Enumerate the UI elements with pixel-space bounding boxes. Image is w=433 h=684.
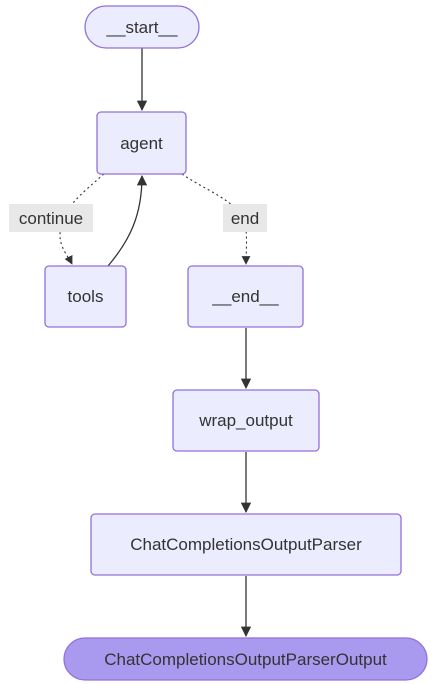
edge-label-continue-text: continue xyxy=(19,209,83,228)
edge-label-end-text: end xyxy=(231,209,259,228)
node-chat-completions-output-parser-output-shape xyxy=(63,637,428,681)
node-wrap-output-shape xyxy=(172,389,320,452)
node-chat-completions-output-parser-label: ChatCompletionsOutputParser xyxy=(130,535,362,554)
node-tools-label: tools xyxy=(68,287,104,306)
node-start[interactable]: __start__ xyxy=(84,5,200,49)
edges xyxy=(59,48,252,638)
edge-label-end-bg xyxy=(223,204,267,232)
node-start-shape xyxy=(84,5,200,49)
edge-tools-to-agent xyxy=(107,174,148,267)
node-tools[interactable]: tools xyxy=(44,265,127,328)
node-chat-completions-output-parser-output[interactable]: ChatCompletionsOutputParserOutput xyxy=(63,637,428,681)
node-wrap-output-label: wrap_output xyxy=(198,411,293,430)
node-start-label: __start__ xyxy=(106,18,178,37)
node-chat-completions-output-parser-output-label: ChatCompletionsOutputParserOutput xyxy=(104,650,387,669)
node-tools-shape xyxy=(44,265,127,328)
node-agent[interactable]: agent xyxy=(96,111,187,175)
node-end[interactable]: __end__ xyxy=(187,265,304,328)
edge-label-end: end xyxy=(223,204,267,232)
node-chat-completions-output-parser-shape xyxy=(90,513,402,576)
node-agent-shape xyxy=(96,111,187,175)
node-chat-completions-output-parser[interactable]: ChatCompletionsOutputParser xyxy=(90,513,402,576)
edge-label-continue-bg xyxy=(9,204,93,232)
edge-label-continue: continue xyxy=(9,204,93,232)
node-wrap-output[interactable]: wrap_output xyxy=(172,389,320,452)
node-agent-label: agent xyxy=(120,134,163,153)
node-end-label: __end__ xyxy=(211,287,279,306)
node-end-shape xyxy=(187,265,304,328)
